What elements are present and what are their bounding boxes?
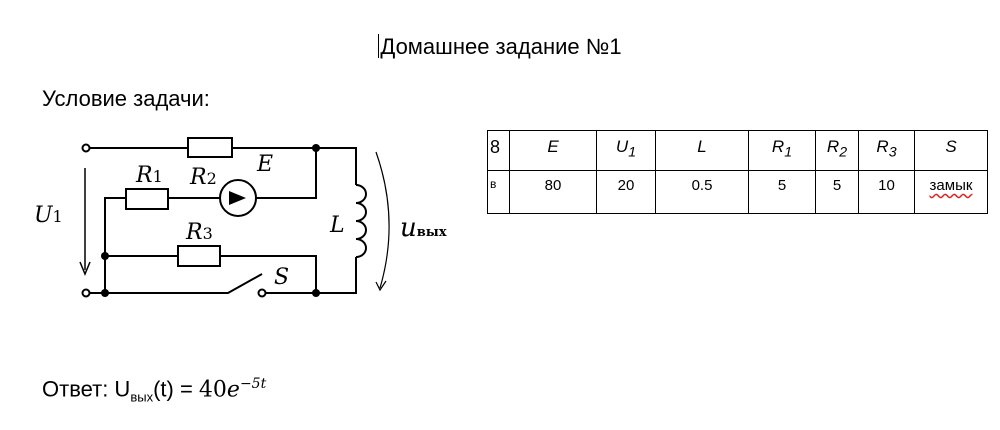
terminal-top <box>81 143 91 153</box>
switch-contact <box>257 288 267 298</box>
wire-e-right <box>256 148 317 199</box>
resistor-r1 <box>125 188 169 210</box>
table-header-row: 8 E U1 L R1 R2 R3 S <box>487 130 988 171</box>
switch-s <box>89 273 263 294</box>
header-cell: U1 <box>596 130 656 171</box>
value-cell: 10 <box>858 170 915 214</box>
value-cell: в <box>487 170 510 214</box>
value-cell: 5 <box>748 170 816 214</box>
parameters-table: 8 E U1 L R1 R2 R3 S в 80 20 0.5 5 5 10 з… <box>487 130 988 214</box>
value-cell: 0.5 <box>655 170 749 214</box>
wire-left <box>104 197 126 293</box>
document-title: Домашнее задание №1 <box>0 34 1000 60</box>
answer-line: Ответ: Uвых(t) = 40e−5t <box>42 376 267 405</box>
text-cursor <box>378 34 380 58</box>
value-cell: замык <box>914 170 988 214</box>
wire-top <box>89 147 357 185</box>
spellcheck-word[interactable]: замык <box>929 177 973 194</box>
header-cell: R1 <box>748 130 816 171</box>
resistor-r2 <box>187 137 233 158</box>
condition-heading: Условие задачи: <box>42 86 210 111</box>
uout-arrow <box>375 151 390 289</box>
title-text: Домашнее задание №1 <box>380 34 622 59</box>
header-cell: S <box>914 130 988 171</box>
label-r3: R3 <box>185 220 213 245</box>
header-cell: E <box>509 130 597 171</box>
header-cell: L <box>655 130 749 171</box>
label-s: S <box>274 265 289 290</box>
header-cell: R3 <box>858 130 915 171</box>
header-cell: 8 <box>487 130 510 171</box>
table-row: в 80 20 0.5 5 5 10 замык <box>487 170 988 214</box>
label-uout: uвых <box>400 213 447 243</box>
circuit-diagram: U1 R1 R2 E R3 S L uвых <box>34 137 447 298</box>
label-e: E <box>256 152 273 177</box>
label-u1: U1 <box>34 203 63 228</box>
terminal-bottom <box>81 288 91 298</box>
inductor-l <box>355 184 367 258</box>
label-l: L <box>329 213 345 238</box>
value-cell: 80 <box>509 170 597 214</box>
label-r2: R2 <box>189 165 217 190</box>
value-cell: 5 <box>815 170 859 214</box>
label-r1: R1 <box>135 163 163 188</box>
header-cell: R2 <box>815 130 859 171</box>
value-cell: 20 <box>596 170 656 214</box>
resistor-r3 <box>177 245 221 267</box>
